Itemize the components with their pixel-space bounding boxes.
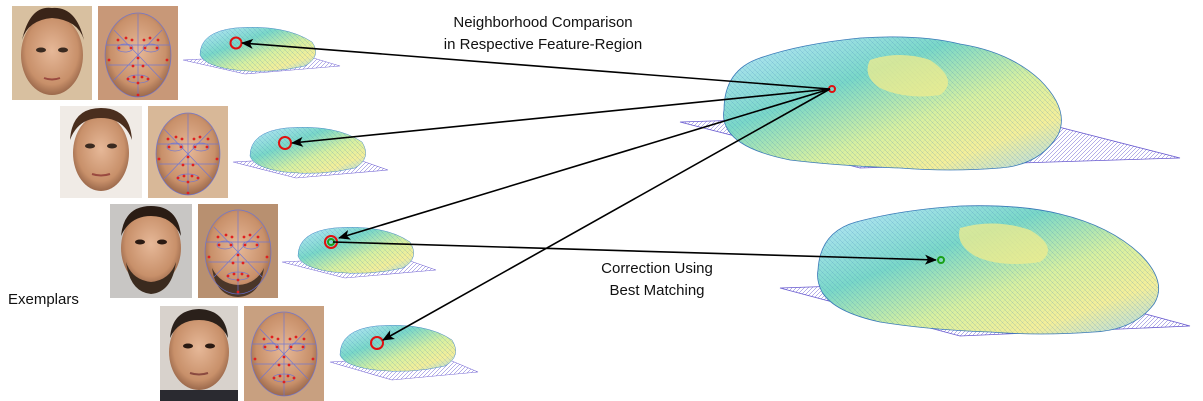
arrow-to-exemplar-4 (382, 88, 831, 341)
landmark-face (198, 204, 278, 298)
corrected-mesh (779, 205, 1191, 337)
mesh-thumbnail (182, 27, 341, 75)
mesh-thumbnail (232, 127, 389, 179)
mesh-thumbnail (281, 227, 437, 279)
exemplar-row-2 (60, 106, 389, 198)
arrow-to-exemplar-3 (338, 88, 831, 240)
corrected-point-marker (937, 256, 945, 264)
face-photo (110, 204, 192, 298)
exemplars-label: Exemplars (8, 291, 79, 308)
comparison-marker (278, 136, 292, 150)
bottom-caption-line-2: Best Matching (609, 282, 704, 299)
landmark-face (98, 6, 178, 100)
correction-arrow (332, 241, 937, 265)
arrow-to-exemplar-1 (241, 38, 831, 90)
face-photo (160, 306, 238, 401)
face-photo (12, 6, 92, 100)
target-mesh (679, 36, 1181, 171)
exemplar-row-1 (12, 6, 341, 100)
exemplar-row-3 (110, 204, 437, 298)
bottom-caption-line-1: Correction Using (601, 260, 713, 277)
top-caption-line-1: Neighborhood Comparison (453, 14, 632, 31)
face-photo (60, 106, 142, 198)
mesh-thumbnail (329, 325, 479, 381)
comparison-arrows (241, 38, 937, 341)
landmark-face (244, 306, 324, 401)
comparison-marker (370, 336, 384, 350)
exemplar-row-4 (160, 306, 479, 401)
arrow-to-exemplar-2 (291, 88, 831, 147)
top-caption-line-2: in Respective Feature-Region (444, 36, 642, 53)
landmark-face (148, 106, 228, 198)
